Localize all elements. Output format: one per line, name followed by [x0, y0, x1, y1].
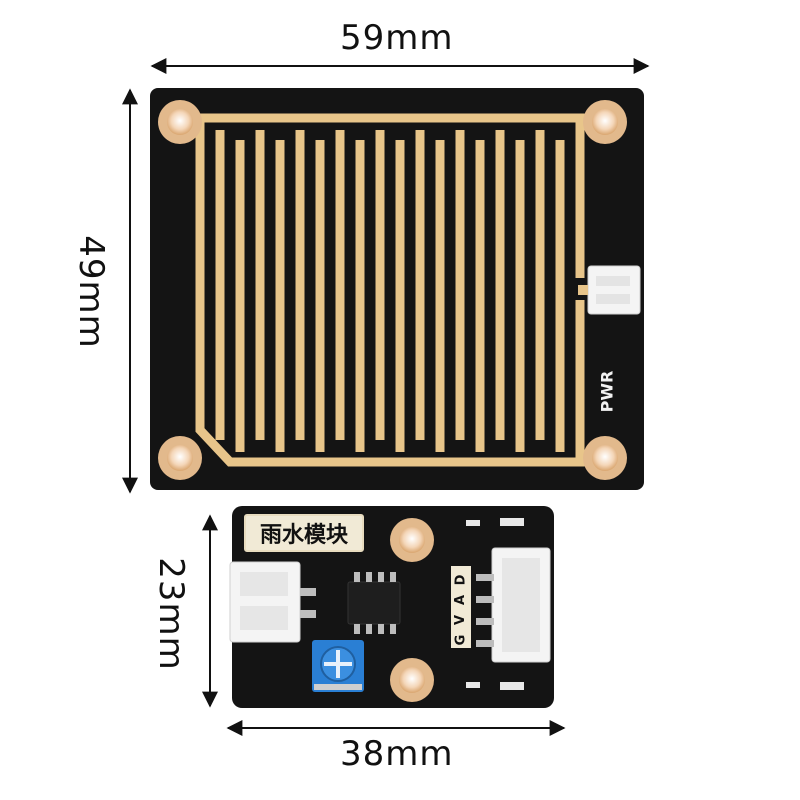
pwr-label: PWR	[597, 370, 617, 413]
pin-label-g: G	[452, 634, 468, 646]
dimension-label-width-module: 38mm	[340, 734, 454, 774]
pin-label-a: A	[453, 594, 468, 606]
dimension-label-height-sensor: 49mm	[70, 235, 111, 349]
comparator-chip	[347, 572, 401, 634]
mounting-holes	[158, 100, 627, 480]
pin-label-column: D A V G	[452, 570, 470, 650]
module-input-connector	[229, 561, 316, 643]
dimension-label-height-module: 23mm	[150, 557, 191, 671]
dimension-label-width-sensor: 59mm	[340, 18, 454, 58]
potentiometer	[312, 640, 364, 692]
module-output-header	[476, 547, 551, 663]
rain-sensor-board	[150, 88, 644, 490]
pin-label-d: D	[452, 574, 468, 586]
sensor-connector	[578, 265, 641, 315]
pin-label-v: V	[453, 614, 468, 626]
control-module-board	[229, 506, 554, 708]
module-title-label: 雨水模块	[244, 514, 364, 552]
